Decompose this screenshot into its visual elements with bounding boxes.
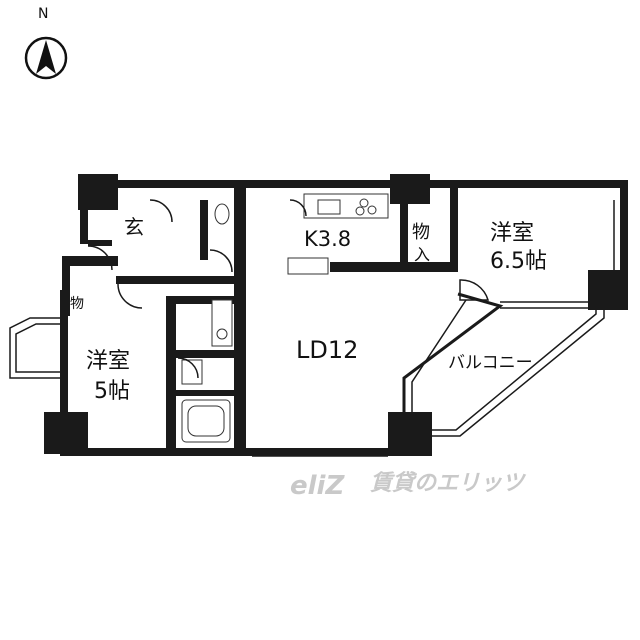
windows xyxy=(63,200,615,457)
watermark-text: 賃貸のエリッツ xyxy=(370,470,527,496)
room-label-storage-1a: 物 xyxy=(412,222,430,243)
room-label-storage-1b: 入 xyxy=(414,245,430,264)
room-label-storage-2: 物 xyxy=(70,296,84,312)
room-label-kitchen: K3.8 xyxy=(304,227,351,251)
bathroom-fixtures xyxy=(181,203,233,443)
room-labels: 洋室 6.5帖 洋室 5帖 K3.8 LD12 玄 物 入 物 バルコニー xyxy=(70,215,547,404)
compass-north-label: N xyxy=(38,6,49,22)
north-arrow-icon xyxy=(24,36,68,80)
watermark-brand: eliZ xyxy=(290,471,345,501)
room-label-ld: LD12 xyxy=(296,336,358,364)
left-bay-window xyxy=(9,317,64,379)
room-label-western-large-1: 洋室 xyxy=(490,221,534,246)
room-label-entrance: 玄 xyxy=(124,215,144,239)
room-label-western-small-1: 洋室 xyxy=(86,349,130,374)
room-label-western-small-2: 5帖 xyxy=(94,379,130,404)
watermark: eliZ 賃貸のエリッツ xyxy=(290,470,527,501)
kitchen-counter xyxy=(287,193,389,275)
room-label-western-large-2: 6.5帖 xyxy=(490,249,547,274)
doors xyxy=(87,199,490,379)
room-label-balcony: バルコニー xyxy=(448,353,533,373)
